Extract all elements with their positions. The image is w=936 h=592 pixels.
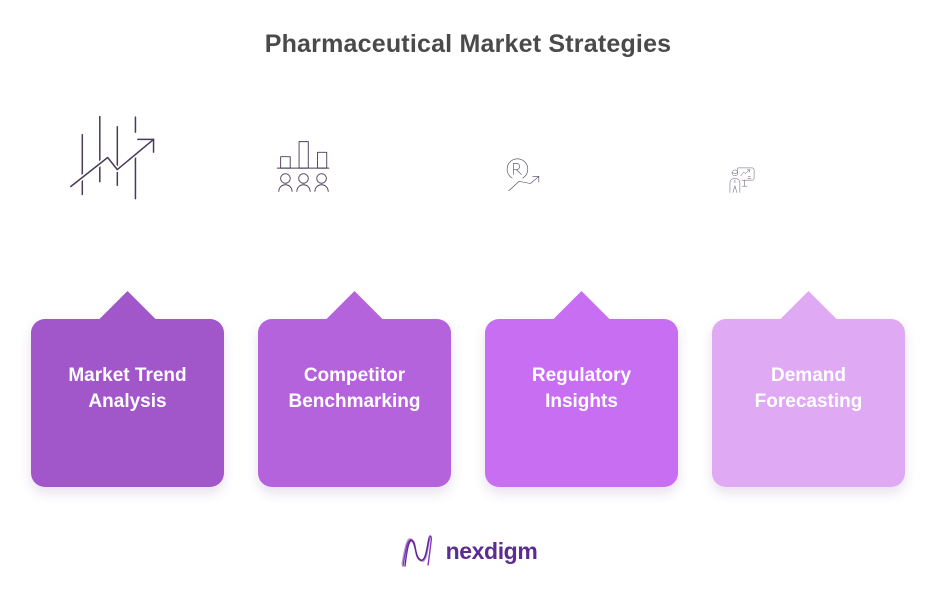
card-label: Competitor Benchmarking [258,319,451,415]
card-label-line2: Benchmarking [288,391,421,412]
card-pointer-tab [98,291,157,320]
card-pointer-tab [552,291,611,320]
nexdigm-logo: nexdigm [0,528,936,574]
card-label-line1: Market Trend [68,365,187,386]
card-label-line2: Forecasting [754,391,863,412]
card-label-line1: Demand [771,365,846,386]
trend-chart-icon [68,115,156,200]
card-pointer-tab [779,291,838,320]
card-label: Market Trend Analysis [31,319,224,415]
page-title: Pharmaceutical Market Strategies [264,30,672,58]
strategy-card-competitor-benchmarking: Competitor Benchmarking [258,291,451,487]
card-label-line2: Insights [545,391,618,412]
card-label-line1: Competitor [303,365,406,386]
strategy-card-demand-forecasting: Demand Forecasting [712,291,905,487]
card-label: Regulatory Insights [485,319,678,415]
strategy-card-regulatory-insights: Regulatory Insights [485,291,678,487]
card-label: Demand Forecasting [712,319,905,415]
regulatory-r-arrow-icon [506,158,540,192]
card-pointer-tab [325,291,384,320]
logo-wave-n-icon [400,535,432,567]
card-label-line2: Analysis [88,391,167,412]
presenter-whiteboard-icon [729,167,755,193]
logo-wordmark: nexdigm [445,537,538,564]
card-label-line1: Regulatory [531,365,632,386]
bar-chart-people-icon [276,141,330,192]
strategy-card-market-trend-analysis: Market Trend Analysis [31,291,224,487]
